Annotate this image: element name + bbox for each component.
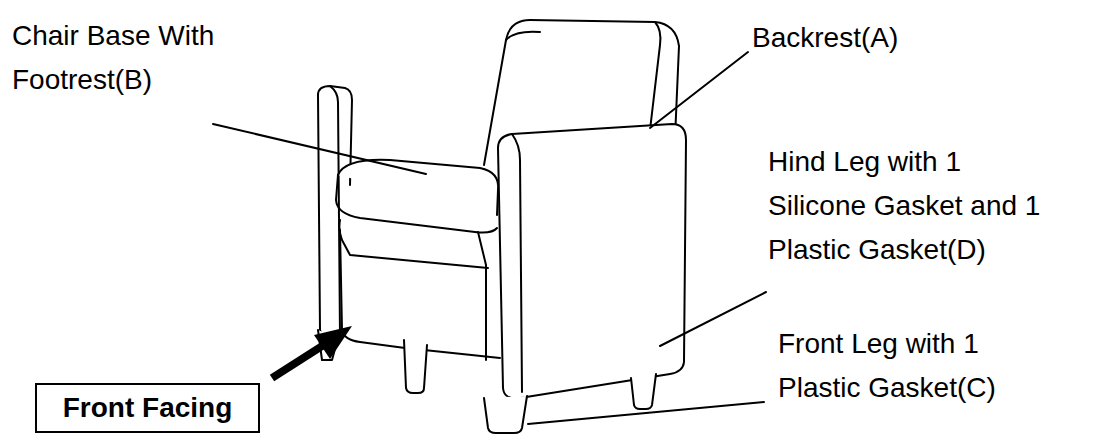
box-label: Front Facing [63, 392, 233, 424]
backrest-seam [506, 32, 540, 40]
front-left-leg [404, 340, 427, 393]
part-label: Front Leg with 1 Plastic Gasket(C) [778, 322, 1053, 410]
part-label: Hind Leg with 1 Silicone Gasket and 1 Pl… [768, 140, 1058, 272]
direction-arrow [272, 326, 352, 378]
front-right-leg [484, 396, 527, 433]
part-label: Chair Base With Footrest(B) [12, 14, 242, 102]
right-arm-edge [512, 134, 522, 392]
footrest-top [339, 220, 488, 268]
seat-cushion [338, 160, 498, 215]
backrest-side [650, 22, 660, 130]
left-arm-front [318, 95, 340, 338]
leader-line [213, 124, 426, 174]
footrest-front [340, 230, 500, 358]
hind-leg [631, 374, 656, 409]
part-label: Backrest(A) [752, 16, 1052, 60]
caption-box: Front Facing [35, 383, 260, 433]
right-arm [498, 124, 686, 398]
leader-line [650, 52, 748, 128]
left-arm-edge [330, 86, 340, 335]
seat-cushion-front [336, 175, 497, 233]
leader-line [528, 402, 764, 424]
footrest-side [478, 232, 486, 360]
leader-line [660, 292, 766, 346]
